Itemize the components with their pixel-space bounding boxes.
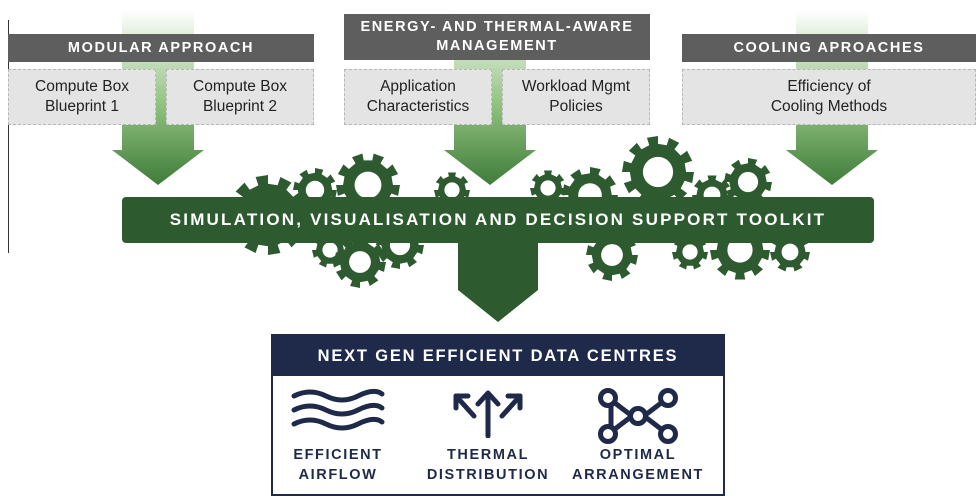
gear-hole xyxy=(349,251,371,273)
optimal-arrangement-line2: ARRANGEMENT xyxy=(572,467,704,483)
optimal-arrangement-line1: OPTIMAL xyxy=(599,447,677,463)
thermal-distribution-line1: THERMAL xyxy=(446,447,530,463)
gear-hole xyxy=(737,171,759,193)
next-gen-title: NEXT GEN EFFICIENT DATA CENTRES xyxy=(273,336,723,376)
efficient-airflow-label: EFFICIENT AIRFLOW xyxy=(263,445,413,485)
workload-mgmt-policies-box: Workload Mgmt Policies xyxy=(502,69,650,125)
thermal-distribution-label: THERMAL DISTRIBUTION xyxy=(413,445,563,485)
airflow-icon xyxy=(291,388,385,431)
thermal-distribution-icon xyxy=(453,390,523,438)
gear-hole xyxy=(540,180,556,196)
optimal-arrangement-item: OPTIMAL ARRANGEMENT xyxy=(563,376,713,496)
gears-background xyxy=(228,136,810,322)
cooling-approaches-header: COOLING APROACHES xyxy=(682,34,976,62)
efficient-airflow-line2: AIRFLOW xyxy=(298,467,378,483)
compute-box-blueprint-2: Compute Box Blueprint 2 xyxy=(166,69,314,125)
gear-hole xyxy=(727,237,753,263)
energy-header-line2: MANAGEMENT xyxy=(436,38,558,54)
toolkit-label: SIMULATION, VISUALISATION AND DECISION S… xyxy=(169,210,827,229)
toolkit-down-arrow xyxy=(458,238,538,322)
gear-hole xyxy=(682,244,698,260)
efficiency-cooling-methods-box: Efficiency of Cooling Methods xyxy=(682,69,976,125)
compute-box-blueprint-1: Compute Box Blueprint 1 xyxy=(8,69,156,125)
toolkit-banner: SIMULATION, VISUALISATION AND DECISION S… xyxy=(122,197,874,243)
gear-hole xyxy=(642,156,674,188)
energy-header-line1: ENERGY- AND THERMAL-AWARE xyxy=(360,19,634,35)
thermal-distribution-line2: DISTRIBUTION xyxy=(426,467,550,483)
efficient-airflow-line1: EFFICIENT xyxy=(293,447,383,463)
network-arrangement-icon xyxy=(598,388,678,444)
next-gen-panel: NEXT GEN EFFICIENT DATA CENTRES EFFICIEN… xyxy=(271,334,725,496)
gear-hole xyxy=(601,244,623,266)
efficient-airflow-item: EFFICIENT AIRFLOW xyxy=(263,376,413,496)
gear-hole xyxy=(322,242,338,258)
gear-hole xyxy=(305,180,325,200)
gear-hole xyxy=(781,243,799,261)
thermal-distribution-item: THERMAL DISTRIBUTION xyxy=(413,376,563,496)
application-characteristics-box: Application Characteristics xyxy=(344,69,492,125)
modular-approach-header: MODULAR APPROACH xyxy=(8,34,314,62)
energy-thermal-header: ENERGY- AND THERMAL-AWARE MANAGEMENT xyxy=(344,14,650,60)
gear-hole xyxy=(354,171,382,199)
gear-hole xyxy=(444,182,460,198)
optimal-arrangement-label: OPTIMAL ARRANGEMENT xyxy=(563,445,713,485)
left-border-line xyxy=(8,20,9,253)
